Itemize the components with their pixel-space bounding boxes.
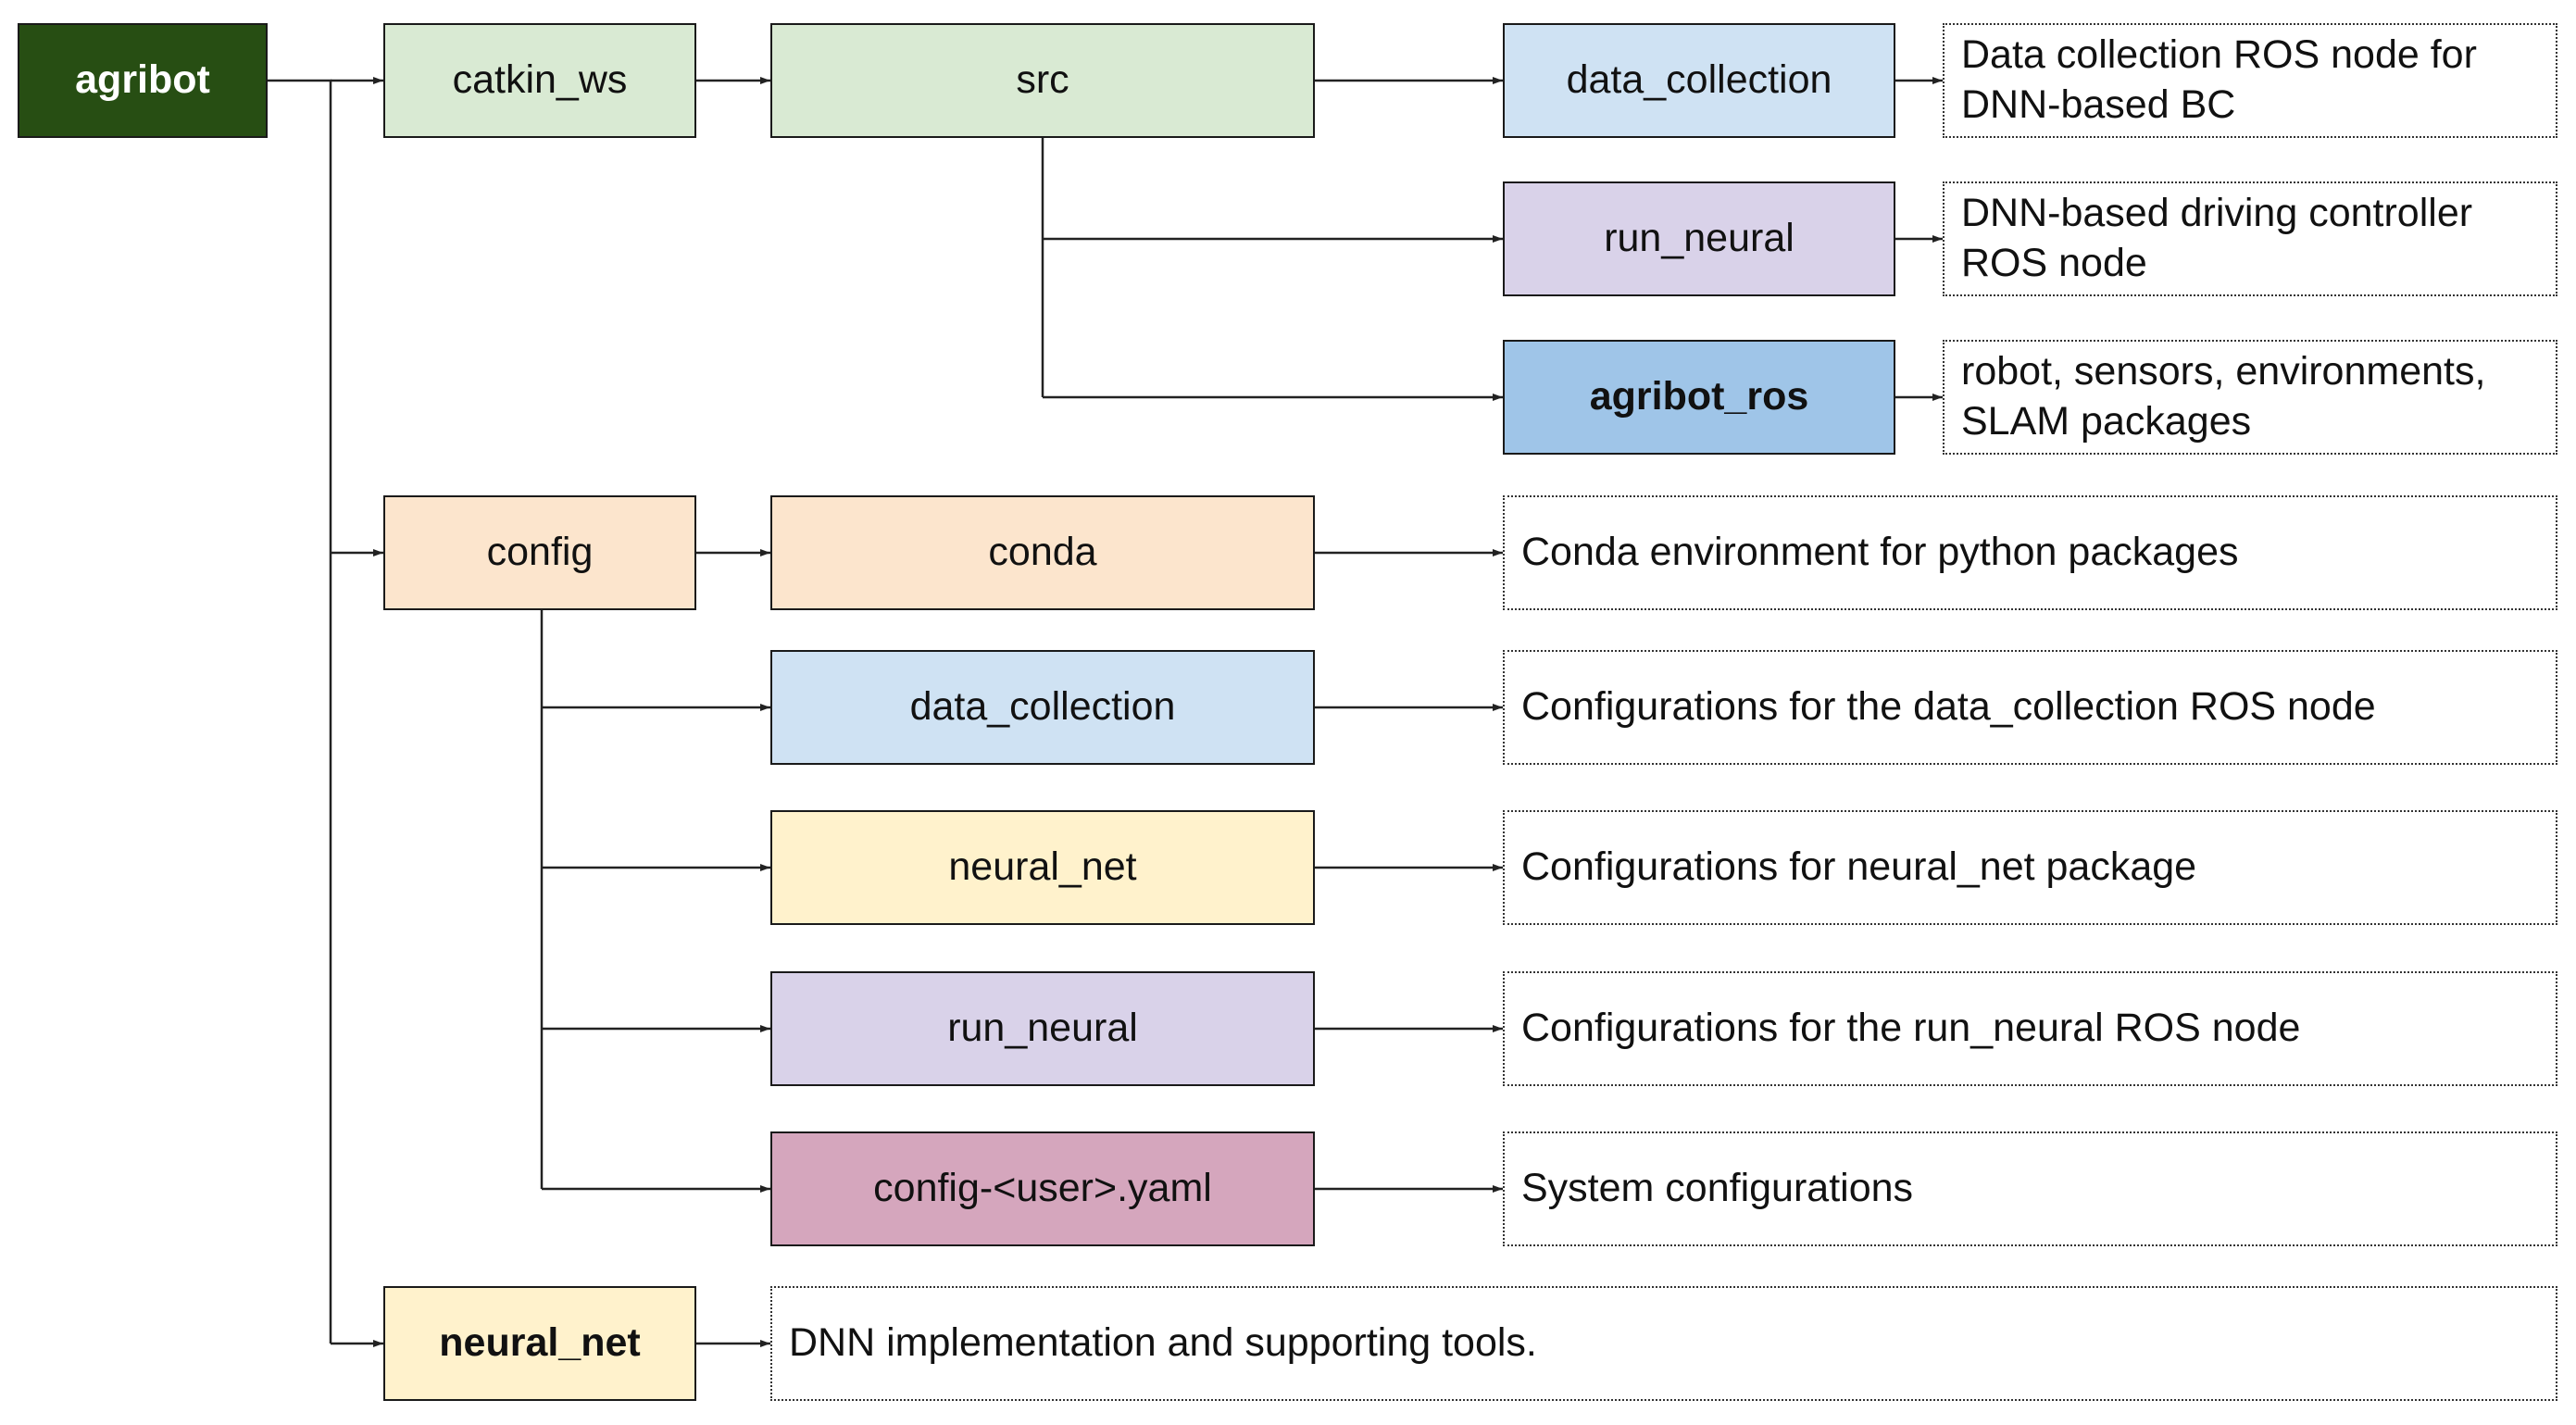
note-conda-text: Conda environment for python packages	[1521, 530, 2239, 575]
node-src-run-neural: run_neural	[1503, 181, 1895, 296]
note-config-data-collection: Configurations for the data_collection R…	[1503, 650, 2557, 765]
node-neural-net: neural_net	[383, 1286, 696, 1401]
node-config-run-neural: run_neural	[770, 971, 1315, 1086]
node-src-data-collection: data_collection	[1503, 23, 1895, 138]
note-conda: Conda environment for python packages	[1503, 495, 2557, 610]
connector-root-trunk	[268, 79, 332, 1344]
node-agribot-ros: agribot_ros	[1503, 340, 1895, 455]
node-agribot: agribot	[18, 23, 268, 138]
note-config-run-neural-text: Configurations for the run_neural ROS no…	[1521, 1006, 2301, 1051]
note-config-user-yaml: System configurations	[1503, 1131, 2557, 1246]
note-neural-net-text: DNN implementation and supporting tools.	[789, 1320, 1537, 1366]
note-run-neural-node: DNN-based driving controller ROS node	[1943, 181, 2557, 296]
note-data-collection-node: Data collection ROS node for DNN-based B…	[1943, 23, 2557, 138]
note-agribot-ros-text: robot, sensors, environments, SLAM packa…	[1961, 349, 2486, 444]
node-config-user-yaml: config-<user>.yaml	[770, 1131, 1315, 1246]
note-neural-net: DNN implementation and supporting tools.	[770, 1286, 2557, 1401]
note-config-neural-net: Configurations for neural_net package	[1503, 810, 2557, 925]
note-data-collection-text: Data collection ROS node for DNN-based B…	[1961, 32, 2477, 127]
note-config-data-collection-text: Configurations for the data_collection R…	[1521, 684, 2376, 730]
note-config-user-yaml-text: System configurations	[1521, 1166, 1914, 1211]
node-config-neural-net: neural_net	[770, 810, 1315, 925]
note-config-neural-net-text: Configurations for neural_net package	[1521, 844, 2197, 890]
note-config-run-neural: Configurations for the run_neural ROS no…	[1503, 971, 2557, 1086]
node-src: src	[770, 23, 1315, 138]
note-agribot-ros: robot, sensors, environments, SLAM packa…	[1943, 340, 2557, 455]
node-catkin-ws: catkin_ws	[383, 23, 696, 138]
node-conda: conda	[770, 495, 1315, 610]
connector-group	[268, 77, 1943, 1347]
node-config-data-collection: data_collection	[770, 650, 1315, 765]
node-config: config	[383, 495, 696, 610]
note-run-neural-text: DNN-based driving controller ROS node	[1961, 191, 2473, 285]
